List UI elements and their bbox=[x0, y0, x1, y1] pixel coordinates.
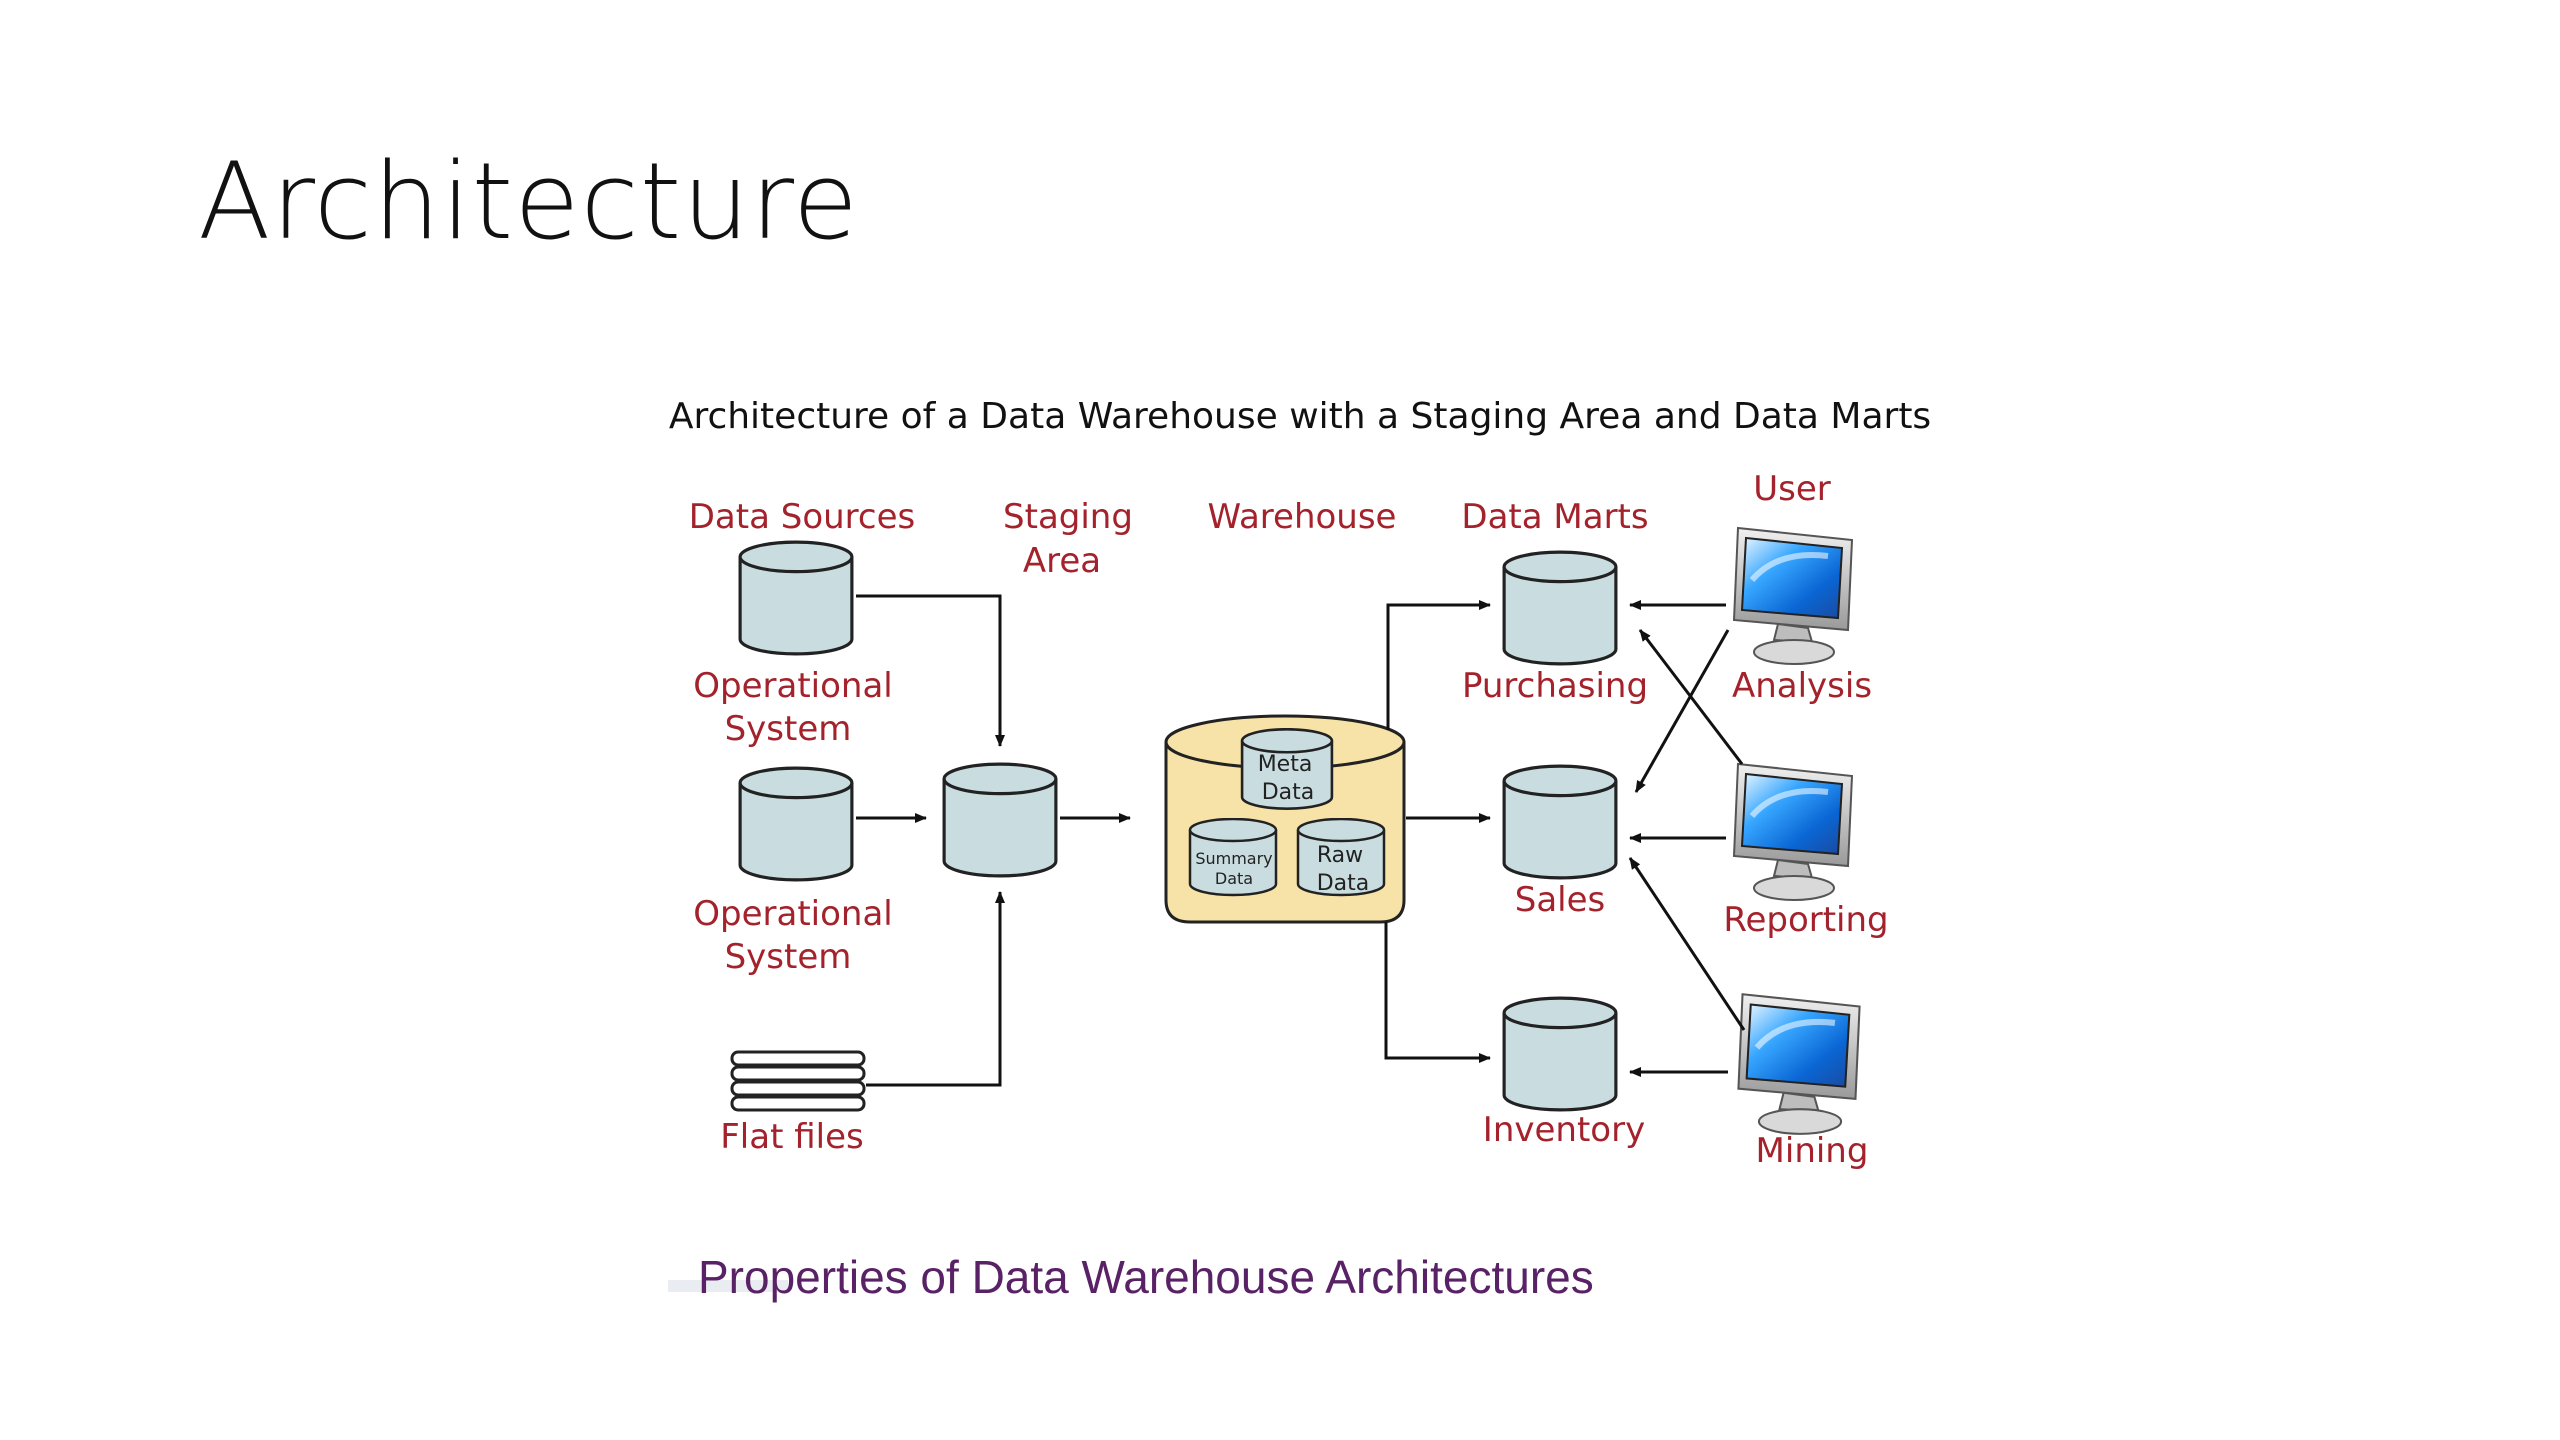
operational-system-2-label-line2: System bbox=[725, 937, 852, 977]
warehouse-to-purchasing-arrow bbox=[1386, 600, 1491, 730]
flat-files-icon bbox=[730, 1050, 866, 1112]
sales-mart-database-icon bbox=[1502, 764, 1618, 880]
mining-user-label: Mining bbox=[1756, 1131, 1869, 1171]
analysis-computer-icon bbox=[1734, 528, 1852, 664]
analysis-to-sales-arrow bbox=[1634, 629, 1730, 793]
raw-data-label-line1: Raw bbox=[1317, 843, 1363, 868]
raw-data-label-line2: Data bbox=[1317, 871, 1370, 896]
header-staging-line1: Staging bbox=[1003, 497, 1133, 537]
summary-data-label-line1: Summary bbox=[1195, 849, 1272, 868]
op1-to-staging-arrow bbox=[856, 594, 1005, 747]
properties-link[interactable]: Properties of Data Warehouse Architectur… bbox=[698, 1251, 1594, 1303]
header-data-sources: Data Sources bbox=[689, 497, 915, 537]
operational-system-1-label-line1: Operational bbox=[693, 666, 892, 706]
warehouse-to-inventory-arrow bbox=[1384, 922, 1491, 1063]
header-warehouse: Warehouse bbox=[1208, 497, 1397, 537]
link-underline-artifact bbox=[668, 1280, 788, 1292]
reporting-to-purchasing-arrow bbox=[1638, 629, 1744, 765]
purchasing-mart-database-icon bbox=[1502, 550, 1618, 666]
staging-area-database-icon bbox=[942, 762, 1058, 878]
operational-system-1-label-line2: System bbox=[725, 709, 852, 749]
header-user: User bbox=[1753, 469, 1831, 509]
purchasing-mart-label: Purchasing bbox=[1462, 666, 1648, 706]
operational-system-1-database-icon bbox=[738, 540, 854, 656]
reporting-user-label: Reporting bbox=[1723, 900, 1888, 940]
operational-system-2-database-icon bbox=[738, 766, 854, 882]
meta-data-label-line2: Data bbox=[1262, 780, 1315, 805]
flat-files-label: Flat files bbox=[720, 1117, 863, 1157]
inventory-mart-database-icon bbox=[1502, 996, 1618, 1112]
flat-files-to-staging-arrow bbox=[866, 891, 1005, 1087]
header-staging-line2: Area bbox=[1023, 541, 1101, 581]
slide-title: Architecture bbox=[198, 140, 859, 263]
mining-to-sales-arrow bbox=[1628, 857, 1746, 1031]
diagram-caption: Architecture of a Data Warehouse with a … bbox=[669, 396, 1931, 437]
operational-system-2-label-line1: Operational bbox=[693, 894, 892, 934]
analysis-user-label: Analysis bbox=[1732, 666, 1872, 706]
summary-data-label-line2: Data bbox=[1215, 869, 1253, 888]
sales-mart-label: Sales bbox=[1515, 880, 1606, 920]
header-data-marts: Data Marts bbox=[1461, 497, 1648, 537]
meta-data-label-line1: Meta bbox=[1258, 752, 1313, 777]
reporting-computer-icon bbox=[1734, 764, 1852, 900]
inventory-mart-label: Inventory bbox=[1483, 1110, 1645, 1150]
mining-computer-icon bbox=[1738, 994, 1859, 1134]
